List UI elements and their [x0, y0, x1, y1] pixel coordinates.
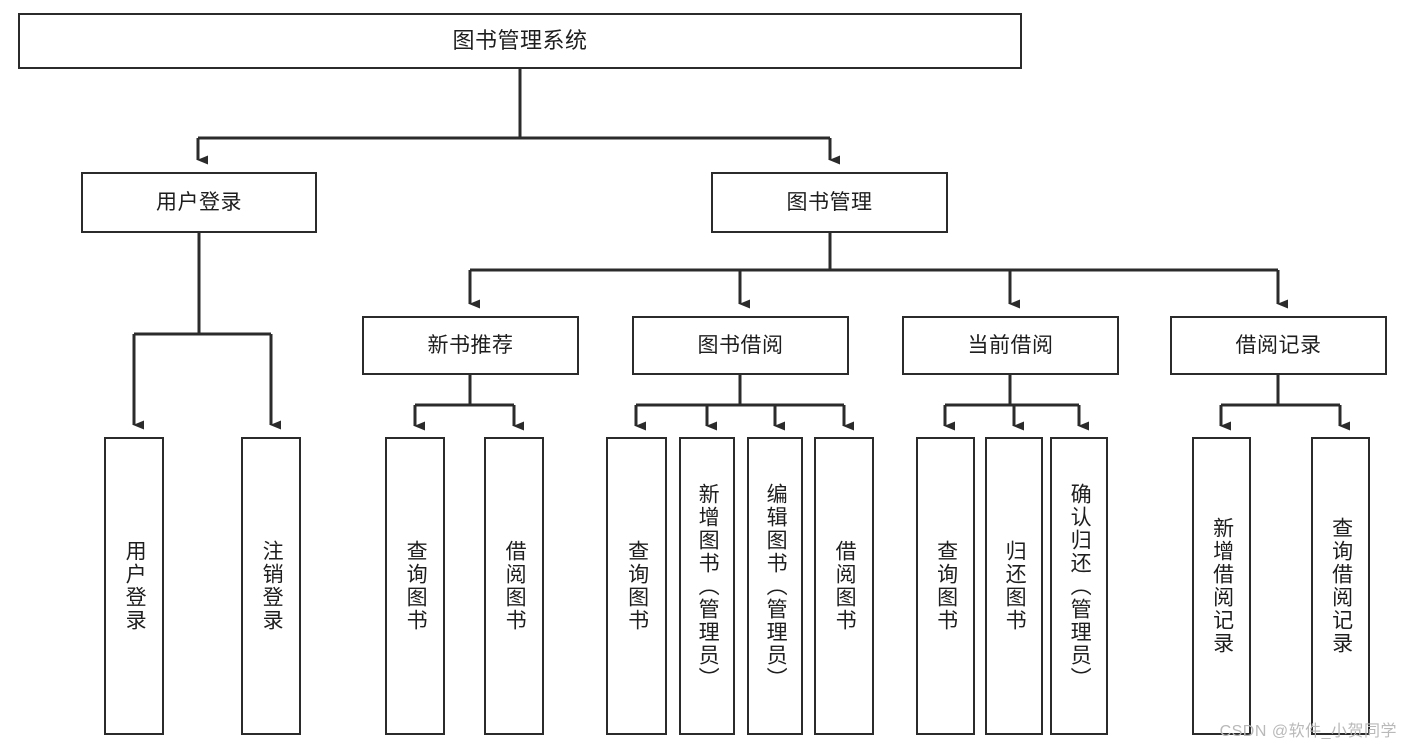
node-label: 归还图书 [1003, 540, 1027, 632]
node-label: 注销登录 [260, 540, 284, 632]
node-book-management[interactable]: 图书管理 [711, 172, 948, 233]
node-leaf-add-book-admin[interactable]: 新增图书（管理员） [679, 437, 735, 735]
node-leaf-query-book-current[interactable]: 查询图书 [916, 437, 975, 735]
node-label: 查询借阅记录 [1329, 517, 1353, 655]
node-label: 新增借阅记录 [1210, 517, 1234, 655]
node-leaf-add-borrowing-record[interactable]: 新增借阅记录 [1192, 437, 1251, 735]
node-leaf-return-book[interactable]: 归还图书 [985, 437, 1043, 735]
node-leaf-logout[interactable]: 注销登录 [241, 437, 301, 735]
node-leaf-query-borrowing-record[interactable]: 查询借阅记录 [1311, 437, 1370, 735]
node-label: 图书管理 [786, 190, 873, 214]
node-label: 查询图书 [625, 540, 649, 632]
node-label: 图书借阅 [697, 333, 784, 357]
node-leaf-user-login[interactable]: 用户登录 [104, 437, 164, 735]
node-label: 编辑图书（管理员） [764, 482, 788, 690]
node-book-borrowing[interactable]: 图书借阅 [632, 316, 849, 375]
node-label: 用户登录 [123, 540, 147, 632]
node-user-login[interactable]: 用户登录 [81, 172, 317, 233]
node-leaf-confirm-return-admin[interactable]: 确认归还（管理员） [1050, 437, 1108, 735]
node-label: 查询图书 [404, 540, 428, 632]
node-label: 借阅记录 [1235, 333, 1322, 357]
node-label: 查询图书 [934, 540, 958, 632]
node-label: 当前借阅 [967, 333, 1054, 357]
node-leaf-borrow-book-recommendation[interactable]: 借阅图书 [484, 437, 544, 735]
node-leaf-borrow-book-borrowing[interactable]: 借阅图书 [814, 437, 874, 735]
node-current-borrowing[interactable]: 当前借阅 [902, 316, 1119, 375]
node-new-book-recommendation[interactable]: 新书推荐 [362, 316, 579, 375]
node-label: 确认归还（管理员） [1068, 482, 1092, 690]
node-leaf-edit-book-admin[interactable]: 编辑图书（管理员） [747, 437, 803, 735]
node-leaf-query-book-borrowing[interactable]: 查询图书 [606, 437, 667, 735]
watermark-csdn: CSDN @软件_小贺同学 [1219, 723, 1397, 740]
node-borrowing-record[interactable]: 借阅记录 [1170, 316, 1387, 375]
node-label: 用户登录 [156, 190, 242, 214]
node-label: 图书管理系统 [452, 27, 588, 53]
node-label: 新书推荐 [427, 333, 514, 357]
node-leaf-query-book-recommendation[interactable]: 查询图书 [385, 437, 445, 735]
node-root-book-management-system[interactable]: 图书管理系统 [18, 13, 1022, 69]
node-label: 借阅图书 [833, 540, 857, 632]
node-label: 借阅图书 [503, 540, 527, 632]
node-label: 新增图书（管理员） [696, 482, 720, 690]
